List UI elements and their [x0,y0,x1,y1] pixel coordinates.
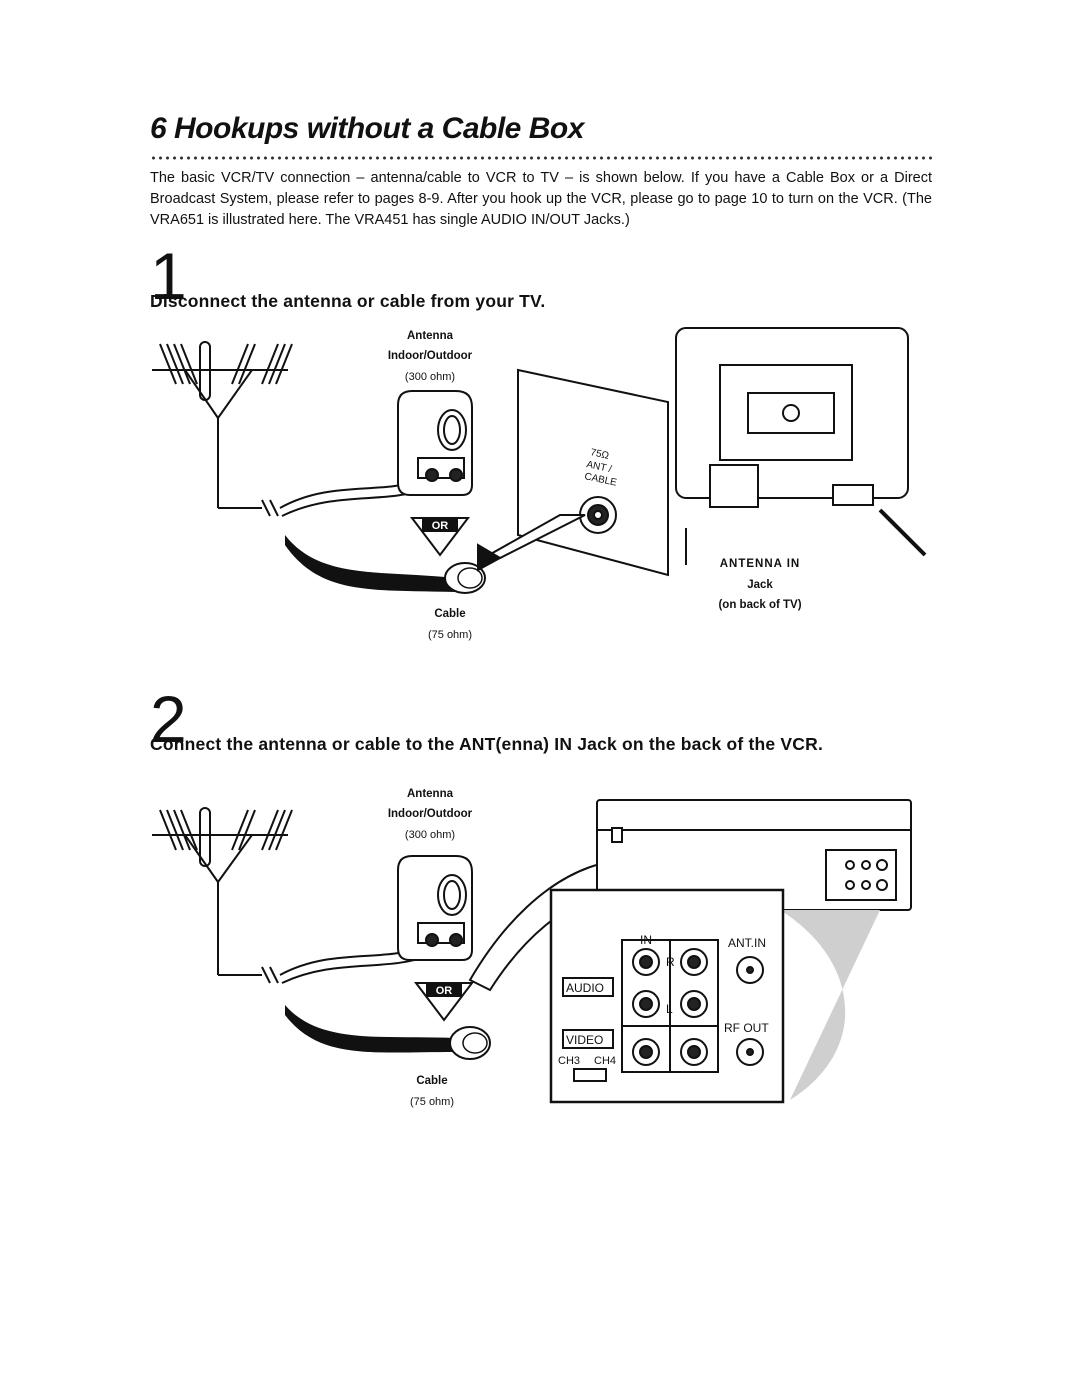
dotted-divider [150,155,932,161]
step-2-illustration: OR IN ANT.IN R L AUDIO VIDEO [152,799,912,1104]
matching-transformer-icon [397,390,473,496]
jack-location-label: (on back of TV) [718,599,802,611]
step-1-illustration: OR 75Ω ANT / CABLE [152,327,927,594]
jack-marking-75: 75Ω [589,447,610,462]
panel-r-label: R [666,955,675,969]
step-1-antenna-type: Indoor/Outdoor [387,350,473,362]
panel-ant-in-label: ANT.IN [728,936,766,950]
step-2-heading: Connect the antenna or cable to the ANT(… [150,734,824,754]
or-badge-2: OR [413,982,475,1022]
step-1-cable-ohm: (75 ohm) [427,629,473,641]
panel-l-label: L [666,1002,673,1016]
matching-transformer-icon-2 [397,855,473,961]
panel-rf-out-label: RF OUT [724,1021,769,1035]
coax-cable-icon [285,535,486,594]
panel-audio-label: AUDIO [566,981,604,995]
step-2-cable-ohm: (75 ohm) [409,1096,455,1108]
step-2-cable-label: Cable [416,1075,448,1087]
step-2-number: 2 [150,682,187,756]
step-2-antenna-label: Antenna [407,788,453,800]
panel-in-label: IN [640,933,652,947]
coax-cable-icon-2 [285,1005,491,1060]
step-1-number: 1 [150,239,187,313]
panel-ch3-label: CH3 [558,1055,580,1067]
panel-jacks [562,939,764,1082]
step-1-heading: Disconnect the antenna or cable from you… [150,291,546,311]
or-badge: OR [409,517,471,557]
panel-video-label: VIDEO [566,1033,603,1047]
step-1-or-label: OR [432,520,449,532]
step-2-antenna-type: Indoor/Outdoor [387,808,473,820]
antenna-in-label: ANTENNA IN [719,558,801,570]
step-2-antenna-ohm: (300 ohm) [404,829,456,841]
tv-jack-closeup: 75Ω ANT / CABLE [477,368,669,577]
intro-paragraph: The basic VCR/TV connection – antenna/ca… [150,170,932,228]
step-1-antenna-ohm: (300 ohm) [404,371,456,383]
roof-antenna-icon [152,341,429,517]
page-title: 6 Hookups without a Cable Box [150,112,584,145]
jack-marking-ant: ANT / [585,459,612,475]
step-1-cable-label: Cable [434,608,466,620]
step-1-antenna-label: Antenna [407,330,453,342]
step-2-or-label: OR [436,985,453,997]
panel-ch4-label: CH4 [594,1055,616,1067]
vcr-rear-icon [596,799,912,911]
roof-antenna-icon-2 [152,807,429,984]
tv-rear-icon [675,327,927,565]
jack-label: Jack [747,579,773,591]
